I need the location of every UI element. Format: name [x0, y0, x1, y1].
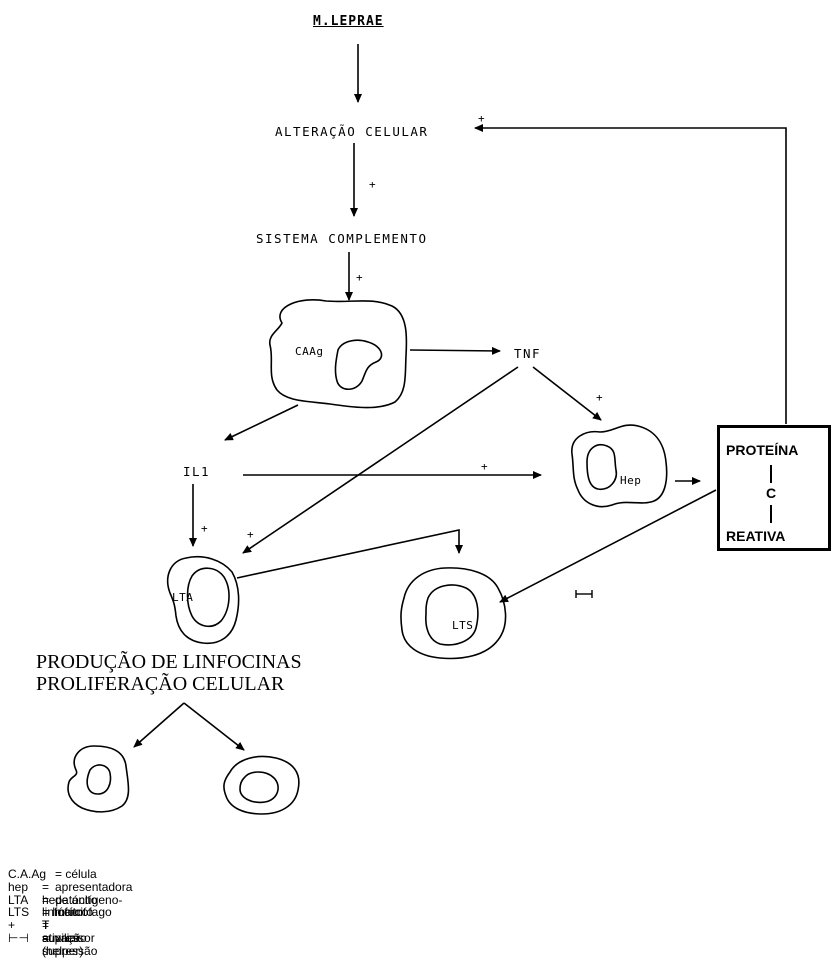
lts-label: LTS	[452, 619, 473, 632]
suppression-symbol	[576, 590, 592, 598]
proteina-line3: REATIVA	[726, 528, 785, 544]
node-sistema-complemento: SISTEMA COMPLEMENTO	[256, 231, 428, 246]
legend-key: ⊢⊣	[8, 932, 29, 945]
arrow-caag-tnf	[410, 350, 500, 351]
hep-cell	[572, 425, 667, 507]
daughter-cell-right	[224, 757, 299, 814]
arrow-tnf-hep	[533, 367, 601, 420]
node-tnf: TNF	[514, 346, 541, 361]
caag-label: CAAg	[295, 345, 324, 358]
lta-label: LTA	[172, 591, 193, 604]
proteina-line2: C	[766, 485, 776, 501]
arrow-proteina-alteracao	[475, 128, 786, 424]
activation-sign-feedback: +	[478, 112, 485, 125]
effect-producao-linfocinas: PRODUÇÃO DE LINFOCINAS	[36, 651, 302, 673]
arrow-lta-lts	[237, 530, 459, 578]
daughter-cell-left	[68, 746, 128, 812]
legend-key: hep	[8, 881, 28, 894]
caag-cell	[270, 300, 407, 408]
arrow-branch-right	[184, 703, 244, 750]
hep-label: Hep	[620, 474, 641, 487]
diagram-title: M.LEPRAE	[313, 14, 384, 29]
activation-sign-lta-tnf: +	[247, 528, 254, 541]
lts-cell	[401, 568, 506, 659]
legend-key: C.A.Ag	[8, 868, 46, 881]
activation-sign-il1-hep: +	[481, 460, 488, 473]
arrow-caag-il1	[225, 405, 298, 440]
legend-text: = supressão	[42, 932, 97, 958]
arrow-branch-left	[134, 703, 184, 747]
proteina-c-reativa-box: PROTEÍNA C REATIVA	[717, 425, 831, 551]
node-il1: IL1	[183, 464, 210, 479]
activation-sign-caag: +	[356, 271, 363, 284]
activation-sign-hep: +	[596, 391, 603, 404]
activation-sign-lta-il1: +	[201, 522, 208, 535]
activation-sign-complemento: +	[369, 178, 376, 191]
effect-proliferacao-celular: PROLIFERAÇÃO CELULAR	[36, 673, 284, 695]
node-alteracao-celular: ALTERAÇÃO CELULAR	[275, 124, 428, 139]
